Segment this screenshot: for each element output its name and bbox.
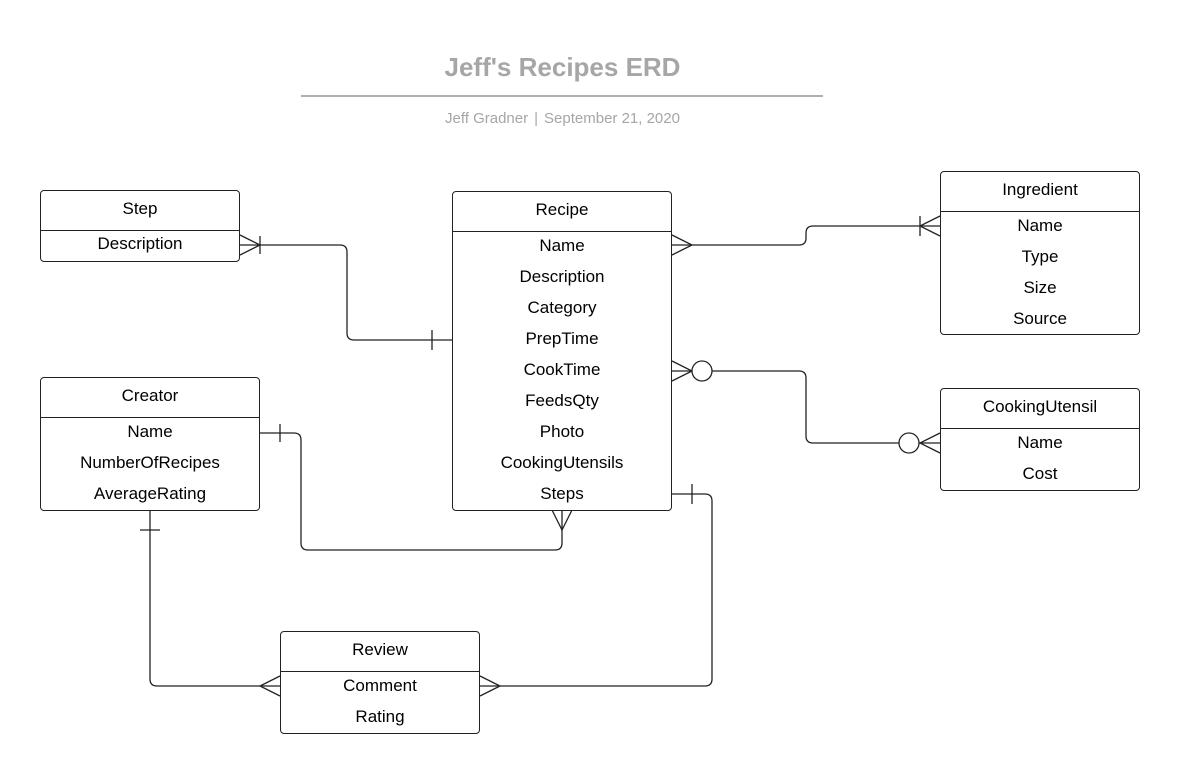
diagram-subtitle: Jeff Gradner | September 21, 2020 bbox=[0, 110, 1125, 127]
entity-step-attribute: Description bbox=[97, 234, 183, 253]
entity-ingredient-attribute: Name bbox=[1017, 216, 1063, 235]
relationship-recipe-ingredient bbox=[671, 215, 941, 256]
entity-ingredient-attribute: Type bbox=[1021, 247, 1059, 266]
diagram-date: September 21, 2020 bbox=[544, 110, 680, 127]
entity-recipe-attribute: Photo bbox=[539, 422, 585, 441]
entity-review-attribute: Comment bbox=[343, 676, 417, 695]
diagram-title: Jeff's Recipes ERD bbox=[444, 52, 681, 82]
entity-recipe-attribute: CookTime bbox=[523, 360, 601, 379]
entity-recipe-attribute: FeedsQty bbox=[525, 391, 599, 410]
subtitle-separator: | bbox=[534, 110, 539, 127]
relationship-creator-review bbox=[140, 510, 281, 697]
author-name: Jeff Gradner bbox=[445, 110, 529, 127]
entity-recipe-attribute: Steps bbox=[540, 484, 584, 503]
entity-recipe-attribute: PrepTime bbox=[525, 329, 599, 348]
entity-review-name: Review bbox=[281, 632, 479, 672]
title-divider bbox=[301, 95, 823, 97]
entity-recipe-name: Recipe bbox=[453, 192, 671, 232]
entity-cookingutensil-name: CookingUtensil bbox=[941, 389, 1139, 429]
entity-creator-attribute: AverageRating bbox=[93, 484, 207, 503]
entity-recipe-attribute: CookingUtensils bbox=[500, 453, 624, 472]
entity-creator-name: Creator bbox=[41, 378, 259, 418]
entity-recipe-attribute: Category bbox=[527, 298, 597, 317]
entity-ingredient: Ingredient Name Type Size Source bbox=[940, 171, 1140, 335]
entity-creator: Creator Name NumberOfRecipes AverageRati… bbox=[40, 377, 260, 511]
relationship-recipe-review bbox=[479, 484, 713, 697]
entity-review-attribute: Rating bbox=[355, 707, 405, 726]
entity-cookingutensil-attribute: Cost bbox=[1022, 464, 1058, 483]
relationship-recipe-cookingutensil bbox=[671, 360, 941, 454]
relationship-step-recipe bbox=[239, 234, 452, 350]
entity-creator-attribute: NumberOfRecipes bbox=[80, 453, 220, 472]
entity-review: Review Comment Rating bbox=[280, 631, 480, 734]
entity-recipe-attribute: Name bbox=[539, 236, 585, 255]
entity-step: Step Description bbox=[40, 190, 240, 262]
relationship-creator-recipe bbox=[260, 424, 573, 551]
entity-ingredient-attribute: Source bbox=[1013, 309, 1067, 328]
entity-creator-attribute: Name bbox=[127, 422, 173, 441]
entity-step-name: Step bbox=[41, 191, 239, 231]
entity-recipe: Recipe Name Description Category PrepTim… bbox=[452, 191, 672, 511]
entity-cookingutensil: CookingUtensil Name Cost bbox=[940, 388, 1140, 491]
entity-cookingutensil-attribute: Name bbox=[1017, 433, 1063, 452]
entity-ingredient-name: Ingredient bbox=[941, 172, 1139, 212]
entity-recipe-attribute: Description bbox=[519, 267, 605, 286]
entity-ingredient-attribute: Size bbox=[1023, 278, 1057, 297]
